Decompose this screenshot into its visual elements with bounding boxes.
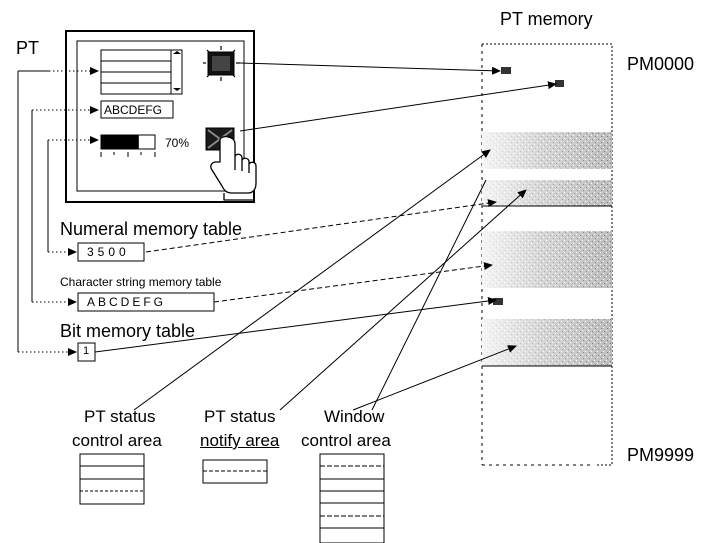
bit-table-label: Bit memory table xyxy=(60,321,196,341)
window-control-table xyxy=(319,453,385,543)
pm-end-label: PM9999 xyxy=(627,445,695,465)
pt-status-control-table xyxy=(79,453,145,505)
status-control-label-1: PT status xyxy=(84,407,156,426)
char-table-value: ABCDEFG xyxy=(87,295,167,309)
bit-table-value: 1 xyxy=(83,345,90,357)
screen-text-field: ABCDEFG xyxy=(104,103,163,117)
status-notify-label-2: notify area xyxy=(200,431,280,450)
hand-pointer-icon xyxy=(210,136,257,201)
window-control-label-2: control area xyxy=(301,431,391,450)
lamp-icon xyxy=(203,46,240,81)
bar-graph-fill xyxy=(101,135,139,149)
bar-percent-label: 70% xyxy=(165,136,190,150)
pt-memory-area xyxy=(481,43,613,466)
pt-status-notify-table xyxy=(202,459,268,484)
pt-device xyxy=(65,30,255,203)
numeral-table-label: Numeral memory table xyxy=(60,219,243,239)
status-notify-label-1: PT status xyxy=(204,407,276,426)
status-control-label-2: control area xyxy=(72,431,162,450)
pt-memory-label: PT memory xyxy=(500,9,593,29)
numeral-table-value: 3500 xyxy=(87,245,130,259)
window-control-label-1: Window xyxy=(324,407,385,426)
memory-tables xyxy=(77,242,215,362)
pm-start-label: PM0000 xyxy=(627,54,695,74)
pt-label: PT xyxy=(16,38,40,58)
char-table-label: Character string memory table xyxy=(60,275,222,289)
